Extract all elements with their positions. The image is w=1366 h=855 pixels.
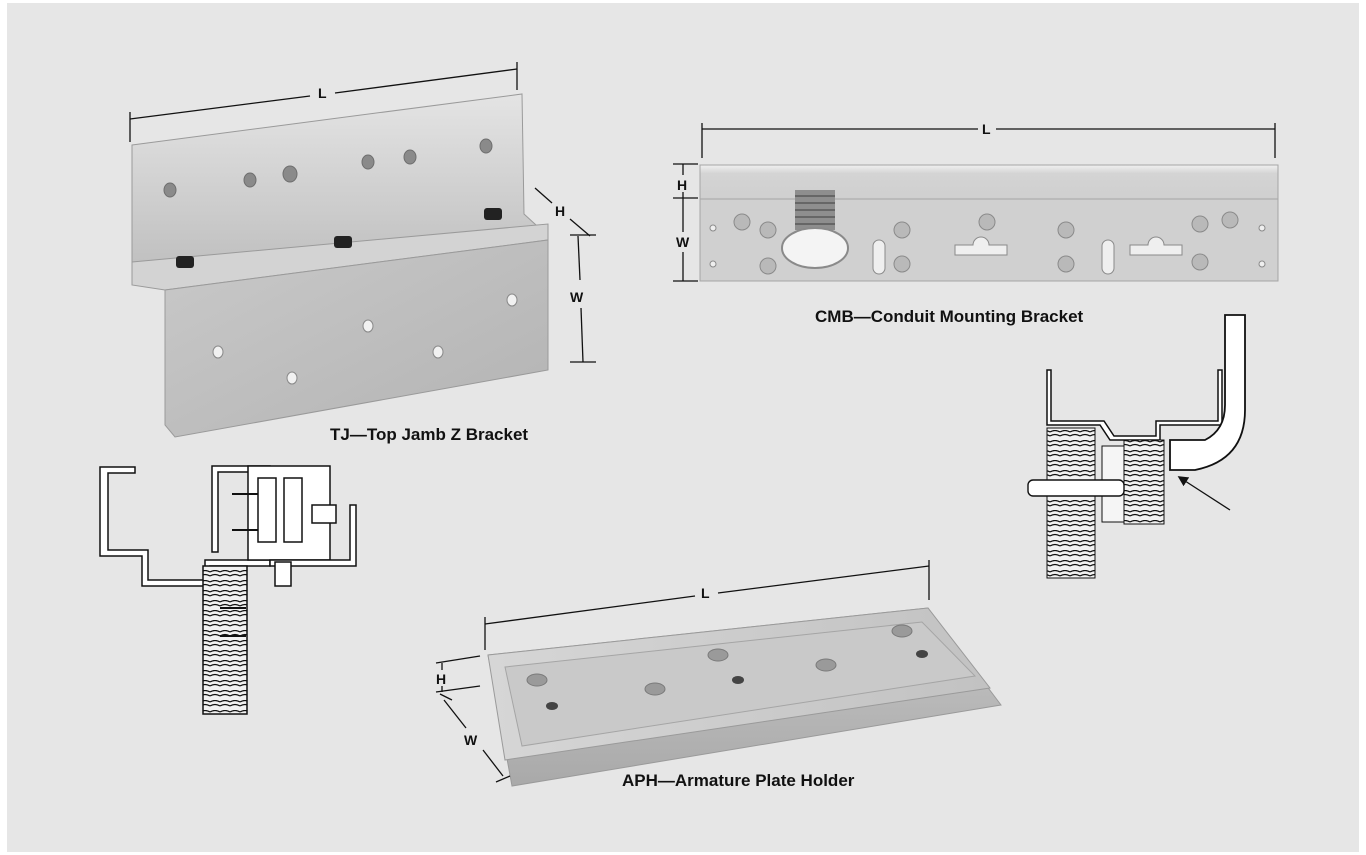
cmb-caption: CMB—Conduit Mounting Bracket: [815, 307, 1084, 326]
cmb-bracket-illustration: [699, 164, 1279, 282]
tj-height-label: H: [555, 203, 565, 219]
tj-width-label: W: [570, 289, 584, 305]
tj-caption: TJ—Top Jamb Z Bracket: [330, 425, 528, 444]
aph-height-label: H: [436, 671, 446, 687]
aph-holder-illustration: [487, 607, 1002, 787]
cmb-section-drawing: [1027, 314, 1246, 579]
aph-caption: APH—Armature Plate Holder: [622, 771, 855, 790]
tj-length-label: L: [318, 85, 327, 101]
tj-dimension-lines: [129, 62, 596, 363]
tj-bracket-illustration: [131, 93, 549, 438]
tj-section-screws: [220, 493, 258, 637]
cmb-dimension-lines: [673, 123, 1276, 282]
cmb-width-label: W: [676, 234, 690, 250]
aph-dimension-lines: [435, 560, 930, 783]
cmb-length-label: L: [982, 121, 991, 137]
tj-section-drawing: [99, 465, 357, 715]
cmb-height-label: H: [677, 177, 687, 193]
aph-length-label: L: [701, 585, 710, 601]
aph-width-label: W: [464, 732, 478, 748]
